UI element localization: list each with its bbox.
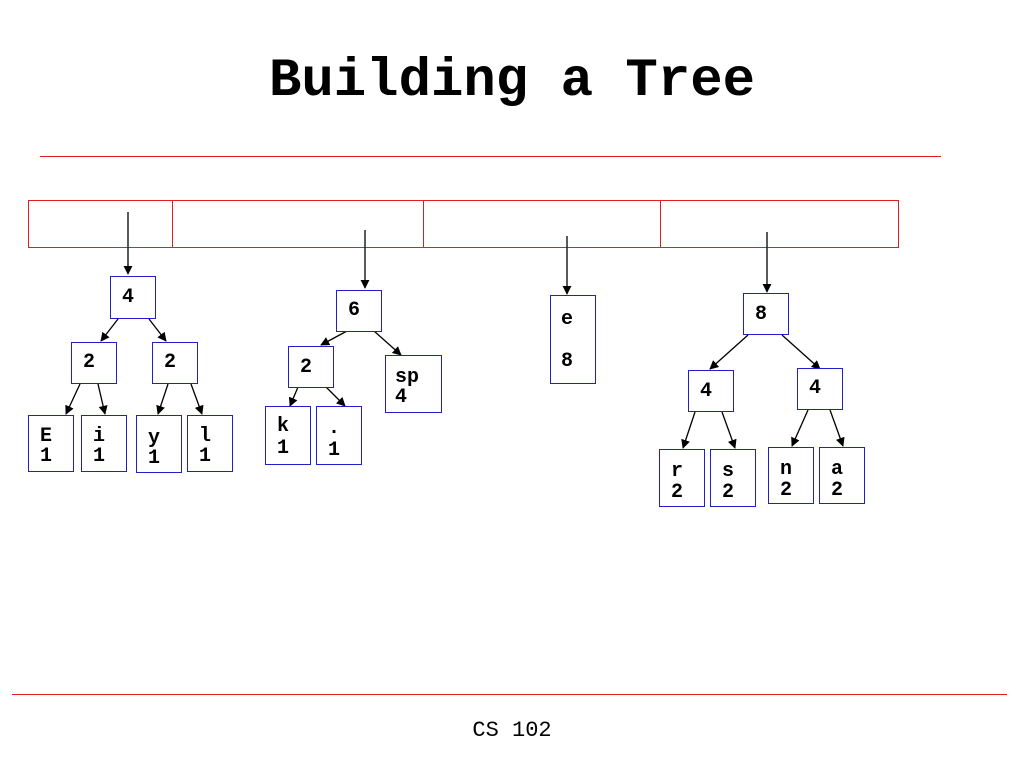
tree-leaf: r 2 [659, 449, 705, 507]
leaf-count: 1 [199, 445, 212, 468]
tree-edge [288, 386, 299, 407]
queue-slot-divider [660, 201, 661, 247]
tree-edge [325, 386, 346, 407]
tree-edge [681, 411, 696, 449]
tree-leaf: y 1 [136, 415, 182, 473]
tree-node-root: 8 [743, 293, 789, 335]
tree-node-internal: 2 [71, 342, 117, 384]
node-weight: 4 [122, 286, 135, 309]
tree-leaf: E 1 [28, 415, 74, 472]
tree-edge [148, 318, 167, 342]
tree-node-internal: 2 [152, 342, 198, 384]
leaf-symbol: y [148, 427, 161, 450]
leaf-symbol: s [722, 460, 735, 483]
tree-leaf: n 2 [768, 447, 814, 504]
leaf-count: 8 [561, 350, 574, 373]
leaf-count: 1 [277, 437, 290, 460]
tree-leaf: a 2 [819, 447, 865, 504]
leaf-symbol: . [328, 417, 341, 440]
leaf-count: 2 [831, 479, 844, 502]
tree-edge [781, 334, 821, 370]
tree-leaf: . 1 [316, 406, 362, 465]
tree-edge [156, 383, 169, 415]
leaf-symbol: e [561, 308, 574, 331]
tree-node-internal: 2 [288, 346, 334, 388]
node-weight: 2 [164, 351, 177, 374]
tree-edge [709, 334, 749, 370]
leaf-count: 2 [780, 479, 793, 502]
leaf-symbol: r [671, 460, 684, 483]
node-weight: 8 [755, 303, 768, 326]
node-weight: 2 [83, 351, 96, 374]
tree-leaf: s 2 [710, 449, 756, 507]
leaf-symbol: i [93, 425, 106, 448]
tree-edge [97, 383, 108, 415]
tree-edge [721, 411, 737, 449]
leaf-count: 1 [148, 447, 161, 470]
tree-node-sp: sp 4 [385, 355, 442, 413]
tree-leaf: l 1 [187, 415, 233, 472]
tree-edge [829, 409, 845, 447]
tree-edge [791, 409, 809, 447]
leaf-count: 1 [328, 439, 341, 462]
node-weight: 4 [700, 380, 713, 403]
tree-node-internal: 4 [797, 368, 843, 410]
leaf-symbol: a [831, 458, 844, 481]
tree-node-root: 6 [336, 290, 382, 332]
slide-title: Building a Tree [268, 51, 756, 112]
tree-leaf: i 1 [81, 415, 127, 472]
priority-queue [28, 200, 899, 248]
node-weight: 4 [809, 377, 822, 400]
node-weight: 6 [348, 299, 361, 322]
leaf-symbol: E [40, 425, 53, 448]
leaf-count: 1 [40, 445, 53, 468]
tree-edge [65, 383, 81, 415]
queue-slot-divider [423, 201, 424, 247]
leaf-count: 2 [722, 481, 735, 504]
tree-edge [373, 330, 402, 356]
tree-leaf-e: e 8 [550, 295, 596, 384]
leaf-count: 2 [671, 481, 684, 504]
tree-leaf: k 1 [265, 406, 311, 465]
tree-edge [320, 330, 348, 346]
leaf-symbol: sp [395, 366, 420, 389]
slide-footer: CS 102 [472, 718, 552, 743]
leaf-symbol: l [199, 425, 212, 448]
queue-slot-divider [172, 201, 173, 247]
tree-edge [190, 383, 204, 415]
leaf-symbol: k [277, 415, 290, 438]
leaf-symbol: n [780, 458, 793, 481]
leaf-count: 4 [395, 386, 408, 409]
tree-edge [100, 318, 119, 342]
footer-divider [12, 694, 1007, 695]
tree-node-root: 4 [110, 276, 156, 319]
tree-node-internal: 4 [688, 370, 734, 412]
leaf-count: 1 [93, 445, 106, 468]
title-divider [40, 156, 941, 157]
node-weight: 2 [300, 356, 313, 379]
